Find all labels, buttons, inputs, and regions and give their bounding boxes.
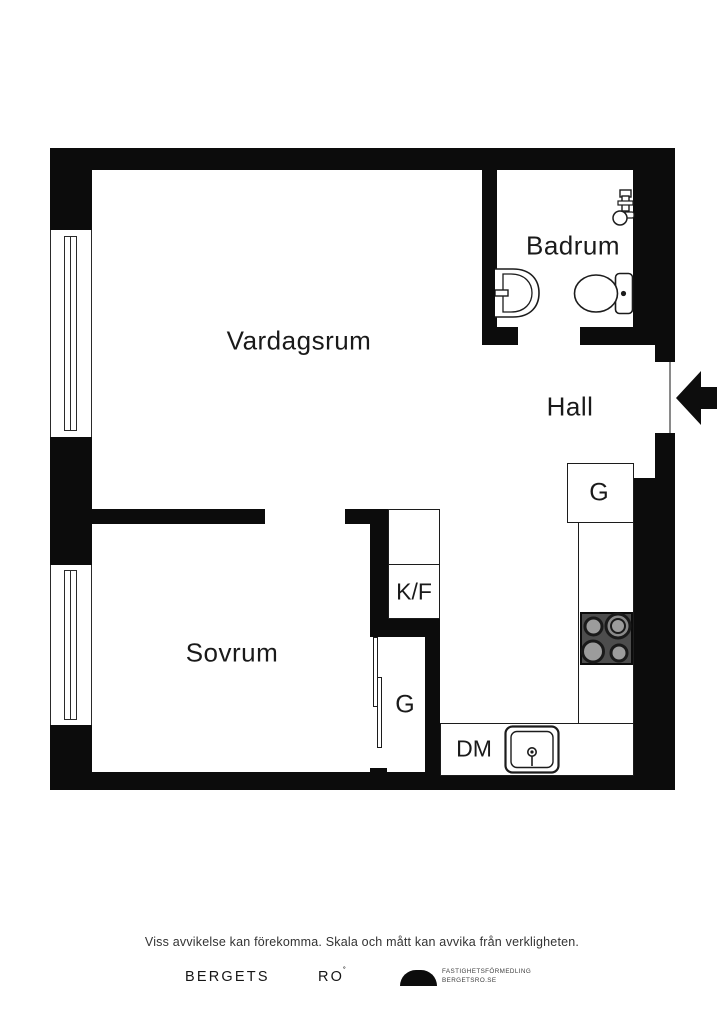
entry-arrow-icon (676, 371, 717, 425)
wall-top (50, 148, 675, 170)
kitchen-sink-icon (504, 725, 560, 774)
room-label-sovrum: Sovrum (185, 637, 279, 668)
fixture-label-wardrobe-bedroom: G (395, 690, 415, 719)
brand-degree-mark: ˚ (343, 966, 346, 976)
wall-badrum-bottom-right (580, 327, 655, 345)
fixture-label-fridge-freezer: K/F (396, 578, 432, 605)
toilet-icon (573, 272, 634, 315)
brand-logo-text-line1: FASTIGHETSFÖRMEDLING (442, 968, 532, 975)
bathroom-sink-icon (495, 268, 540, 318)
wardrobe-hall-box (567, 463, 634, 523)
brand-logo-text: FASTIGHETSFÖRMEDLING BERGETSRO.SE (442, 968, 531, 985)
fridge-freezer-box (388, 564, 440, 619)
room-label-vardagsrum: Vardagsrum (226, 325, 372, 356)
disclaimer-text: Viss avvikelse kan förekomma. Skala och … (144, 935, 580, 949)
wall-stub-above-entry (655, 345, 675, 362)
fixture-label-wardrobe-hall: G (589, 478, 609, 507)
entry-threshold-line (669, 362, 671, 433)
wall-kf-left (370, 509, 388, 637)
wall-closet-right (425, 637, 440, 777)
wall-sovrum-divider-left (92, 509, 265, 524)
brand-logo-text-line2: BERGETSRO.SE (442, 976, 497, 984)
shower-faucet-icon (612, 189, 635, 226)
fixture-label-dishwasher: DM (456, 735, 492, 762)
window-icon (50, 230, 92, 437)
brand-word-ro: RO (318, 969, 345, 985)
stove-icon (580, 612, 633, 665)
wall-badrum-left (482, 170, 497, 345)
kitchen-bench-box (388, 509, 440, 566)
room-label-badrum: Badrum (525, 230, 621, 261)
wall-stub-below-entry (655, 433, 675, 478)
wall-bottom (50, 772, 675, 790)
sliding-door-icon (377, 677, 382, 748)
sliding-door-icon (373, 637, 378, 707)
room-label-hall: Hall (546, 391, 594, 422)
brand-dome-logo-icon (400, 970, 437, 986)
brand-word-bergets: BERGETS (185, 969, 270, 985)
wall-closet-bottom-stub (370, 768, 387, 777)
wall-badrum-bottom-left (482, 327, 518, 345)
window-icon (50, 565, 92, 725)
wall-below-kf (370, 618, 440, 637)
